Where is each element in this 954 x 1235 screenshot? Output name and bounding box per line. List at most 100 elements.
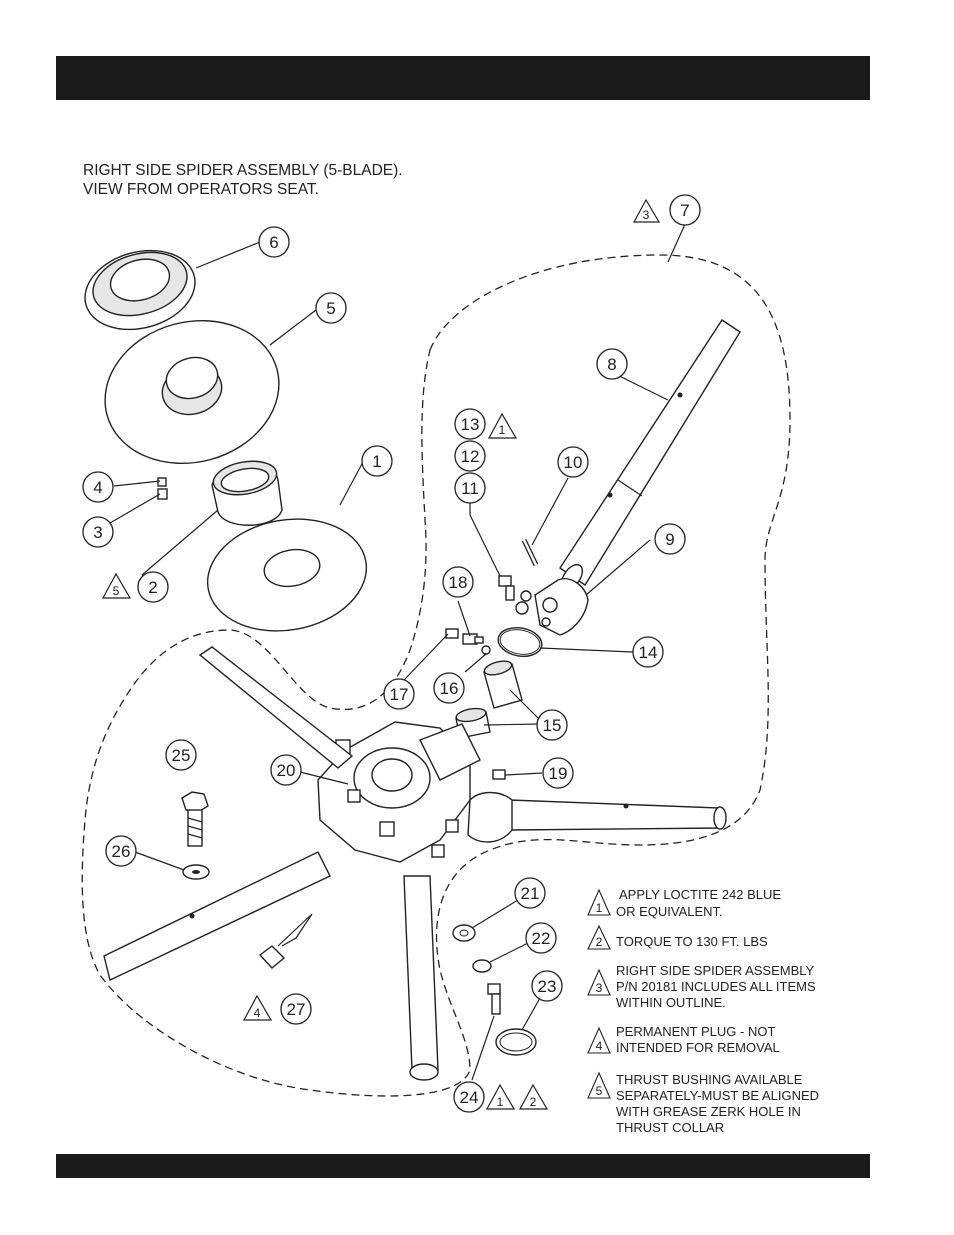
part-14-spring bbox=[497, 626, 543, 658]
part-25-hex-bolt bbox=[181, 791, 209, 847]
callout-22: 22 bbox=[525, 922, 557, 954]
part-1-cover-disk bbox=[206, 518, 368, 632]
svg-text:3: 3 bbox=[596, 981, 603, 995]
svg-text:INTENDED FOR REMOVAL: INTENDED FOR REMOVAL bbox=[616, 1040, 780, 1055]
note-5: 5 THRUST BUSHING AVAILABLE SEPARATELY-MU… bbox=[587, 1071, 819, 1135]
part-13-nut bbox=[520, 590, 532, 602]
callout-7: 7 bbox=[669, 194, 701, 226]
callout-9: 9 bbox=[654, 523, 686, 555]
callout-11: 11 bbox=[454, 472, 486, 504]
svg-text:TORQUE TO 130 FT. LBS: TORQUE TO 130 FT. LBS bbox=[616, 934, 768, 949]
part-17-zerk bbox=[445, 628, 459, 639]
callout-23: 23 bbox=[531, 970, 563, 1002]
svg-text:5: 5 bbox=[596, 1084, 603, 1098]
spider-arm-left bbox=[103, 851, 331, 981]
callout-8: 8 bbox=[596, 348, 628, 380]
svg-text:20: 20 bbox=[277, 761, 296, 780]
flag-callout-27: 4 bbox=[242, 994, 273, 1021]
svg-text:15: 15 bbox=[543, 716, 562, 735]
svg-text:P/N 20181 INCLUDES ALL ITEMS: P/N 20181 INCLUDES ALL ITEMS bbox=[616, 979, 816, 994]
assembly-outline bbox=[81, 254, 791, 1097]
callout-24: 24 bbox=[453, 1081, 485, 1113]
svg-text:19: 19 bbox=[549, 764, 568, 783]
svg-text:WITHIN OUTLINE.: WITHIN OUTLINE. bbox=[616, 995, 726, 1010]
callout-14: 14 bbox=[632, 636, 664, 668]
part-6-seal-ring bbox=[84, 249, 196, 331]
caption-line-1: RIGHT SIDE SPIDER ASSEMBLY (5-BLADE). bbox=[83, 162, 403, 179]
header-bar bbox=[56, 56, 870, 100]
part-21-washer bbox=[452, 924, 476, 942]
svg-text:26: 26 bbox=[112, 842, 131, 861]
svg-text:4: 4 bbox=[596, 1039, 603, 1053]
svg-text:3: 3 bbox=[93, 523, 102, 542]
diagram-caption: RIGHT SIDE SPIDER ASSEMBLY (5-BLADE). VI… bbox=[83, 161, 403, 199]
part-3-set-screw bbox=[157, 488, 168, 500]
note-2: 2 TORQUE TO 130 FT. LBS bbox=[587, 924, 768, 950]
callout-17: 17 bbox=[383, 678, 415, 710]
note-4: 4 PERMANENT PLUG - NOT INTENDED FOR REMO… bbox=[587, 1024, 780, 1055]
spider-arm-upper-left bbox=[198, 646, 354, 769]
svg-text:4: 4 bbox=[254, 1006, 261, 1020]
flag-callout-13: 1 bbox=[487, 412, 518, 439]
part-15-bushings bbox=[455, 660, 523, 739]
part-10-roll-pin bbox=[521, 538, 539, 567]
part-4-grease-zerk bbox=[157, 477, 167, 487]
part-12-washer bbox=[515, 601, 529, 615]
callout-3: 3 bbox=[82, 516, 114, 548]
part-16-o-ring bbox=[481, 645, 491, 655]
callout-21: 21 bbox=[514, 877, 546, 909]
callout-13: 13 bbox=[454, 408, 486, 440]
svg-text:APPLY LOCTITE 242 BLUE: APPLY LOCTITE 242 BLUE bbox=[619, 887, 781, 902]
callout-25: 25 bbox=[165, 739, 197, 771]
flag-callout-2: 5 bbox=[101, 572, 132, 599]
callout-1: 1 bbox=[361, 445, 393, 477]
svg-text:10: 10 bbox=[564, 453, 583, 472]
svg-text:8: 8 bbox=[607, 355, 616, 374]
callout-18: 18 bbox=[442, 566, 474, 598]
part-23-o-ring bbox=[495, 1028, 537, 1056]
part-24-bolt bbox=[487, 983, 501, 1015]
part-22-lock-washer bbox=[472, 959, 492, 973]
svg-text:25: 25 bbox=[172, 746, 191, 765]
callout-5: 5 bbox=[315, 292, 347, 324]
svg-text:1: 1 bbox=[596, 901, 603, 915]
svg-text:23: 23 bbox=[538, 977, 557, 996]
footer-bar bbox=[56, 1154, 870, 1178]
part-5-thrust-collar bbox=[104, 319, 280, 465]
part-26-washer bbox=[182, 864, 210, 880]
svg-text:7: 7 bbox=[680, 201, 689, 220]
svg-text:5: 5 bbox=[326, 299, 335, 318]
flag-callout-7: 3 bbox=[632, 198, 661, 223]
svg-text:PERMANENT PLUG - NOT: PERMANENT PLUG - NOT bbox=[616, 1024, 775, 1039]
callout-6: 6 bbox=[258, 226, 290, 258]
callout-4: 4 bbox=[82, 471, 114, 503]
svg-text:1: 1 bbox=[499, 423, 506, 437]
callout-16: 16 bbox=[433, 672, 465, 704]
svg-text:2: 2 bbox=[596, 935, 603, 949]
note-1: 1 APPLY LOCTITE 242 BLUE OR EQUIVALENT. bbox=[587, 887, 781, 919]
svg-text:13: 13 bbox=[461, 415, 480, 434]
callout-2: 2 bbox=[137, 571, 169, 603]
svg-text:16: 16 bbox=[440, 679, 459, 698]
svg-text:OR EQUIVALENT.: OR EQUIVALENT. bbox=[616, 904, 723, 919]
svg-text:3: 3 bbox=[643, 208, 650, 222]
svg-text:22: 22 bbox=[532, 929, 551, 948]
callout-19: 19 bbox=[542, 757, 574, 789]
part-9-arm-clamp bbox=[534, 578, 589, 636]
flag-callout-24-b: 2 bbox=[518, 1083, 549, 1110]
svg-text:1: 1 bbox=[497, 1095, 504, 1109]
svg-text:21: 21 bbox=[521, 884, 540, 903]
svg-text:17: 17 bbox=[390, 685, 409, 704]
flag-callout-24-a: 1 bbox=[485, 1083, 516, 1110]
callout-15: 15 bbox=[536, 709, 568, 741]
spider-arm-right bbox=[467, 791, 727, 843]
svg-text:14: 14 bbox=[639, 643, 658, 662]
svg-text:4: 4 bbox=[93, 478, 102, 497]
svg-text:12: 12 bbox=[461, 447, 480, 466]
svg-text:6: 6 bbox=[269, 233, 278, 252]
spider-hub bbox=[317, 721, 481, 863]
part-2-thrust-bushing bbox=[211, 460, 283, 526]
svg-text:SEPARATELY-MUST BE ALIGNED: SEPARATELY-MUST BE ALIGNED bbox=[616, 1088, 819, 1103]
note-3: 3 RIGHT SIDE SPIDER ASSEMBLY P/N 20181 I… bbox=[587, 963, 816, 1010]
